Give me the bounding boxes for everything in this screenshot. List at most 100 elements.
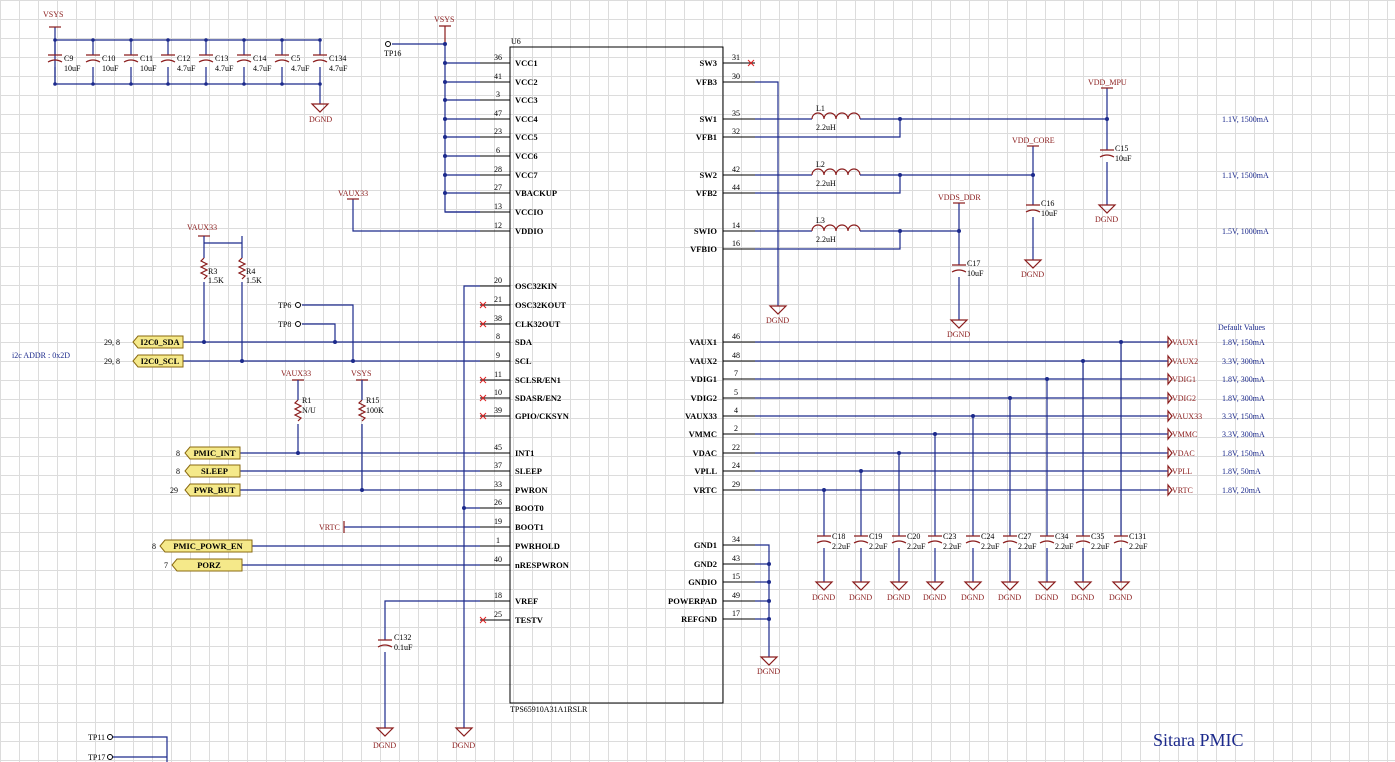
rail-spec-note: 1.1V, 1500mA — [1222, 115, 1269, 124]
ic-pin-name: BOOT0 — [515, 503, 544, 513]
vrtc-label-boot1: VRTC — [319, 523, 340, 532]
junction-dot — [53, 82, 57, 86]
i2c-pullups: VAUX33 R3 1.5K R4 1.5K — [187, 223, 262, 363]
ic-pin-number: 5 — [734, 388, 738, 397]
junction-dot — [91, 38, 95, 42]
junction-dot — [204, 82, 208, 86]
ldo-spec-note: 3.3V, 150mA — [1222, 412, 1265, 421]
dgnd-gnd-pins: DGND — [757, 667, 780, 676]
hier-port-sheets: 29, 8 — [104, 338, 120, 347]
capacitor-symbol — [1025, 204, 1041, 213]
ic-pin-number: 39 — [494, 406, 502, 415]
hier-port-sheets: 29, 8 — [104, 357, 120, 366]
no-connect-mark — [479, 616, 487, 624]
dgnd-label: DGND — [1035, 593, 1058, 602]
tp16-label: TP16 — [384, 49, 401, 58]
cap-ref: C18 — [832, 532, 845, 541]
ic-pin-number: 22 — [732, 443, 740, 452]
cap-value: 4.7uF — [329, 64, 348, 73]
ic-pin-name: VCC1 — [515, 58, 538, 68]
ground-symbol — [1097, 204, 1117, 214]
r3-value: 1.5K — [208, 276, 224, 285]
ic-pin-name: VAUX2 — [689, 356, 717, 366]
inductor-ref: L2 — [816, 160, 825, 169]
junction-dot — [443, 42, 447, 46]
cap-value: 10uF — [1115, 154, 1132, 163]
ic-pin-number: 11 — [494, 370, 502, 379]
ic-pin-number: 38 — [494, 314, 502, 323]
ic-pin-name: SW1 — [700, 114, 717, 124]
ic-pin-number: 49 — [732, 591, 740, 600]
cap-value: 10uF — [140, 64, 157, 73]
ic-pin-name: VFB1 — [696, 132, 717, 142]
cap-ref: C13 — [215, 54, 228, 63]
ic-pin-number: 21 — [494, 295, 502, 304]
junction-dot — [898, 173, 902, 177]
ic-pin-number: 4 — [734, 406, 738, 415]
ic-pin-number: 3 — [496, 90, 500, 99]
r4-ref: R4 — [246, 267, 255, 276]
r15-value: 100K — [366, 406, 384, 415]
net-port-symbol — [1167, 372, 1173, 386]
ldo-spec-note: 1.8V, 150mA — [1222, 449, 1265, 458]
junction-dot — [91, 82, 95, 86]
capacitor-symbol — [1099, 149, 1115, 158]
cap-value: 2.2uF — [907, 542, 926, 551]
capacitor-symbol — [312, 54, 328, 63]
cap-value: 2.2uF — [1018, 542, 1037, 551]
vcc-bus: TP16 VSYS — [384, 15, 480, 213]
ic-pin-name: VPLL — [694, 466, 717, 476]
ic-pin-number: 10 — [494, 388, 502, 397]
tp6-label: TP6 — [278, 301, 291, 310]
ground-symbol — [814, 581, 834, 591]
rail-spec-note: 1.5V, 1000mA — [1222, 227, 1269, 236]
ic-pin-name: PWRON — [515, 485, 548, 495]
ldo-spec-note: 1.8V, 300mA — [1222, 394, 1265, 403]
capacitor-symbol — [816, 535, 832, 544]
ic-pin-number: 44 — [732, 183, 740, 192]
hier-port-box — [132, 354, 184, 368]
ic-pin-number: 30 — [732, 72, 740, 81]
cap-ref: C12 — [177, 54, 190, 63]
ic-pin-name: VCC4 — [515, 114, 538, 124]
inductor-value: 2.2uH — [816, 179, 836, 188]
dgnd-label: DGND — [849, 593, 872, 602]
junction-dot — [242, 82, 246, 86]
capacitor-symbol — [47, 54, 63, 63]
vsys-label-top: VSYS — [434, 15, 454, 24]
junction-dot — [242, 38, 246, 42]
cap-value: 2.2uF — [832, 542, 851, 551]
ic-pin-name: SW3 — [700, 58, 717, 68]
ic-pin-number: 42 — [732, 165, 740, 174]
ic-pin-number: 28 — [494, 165, 502, 174]
rail-name: VDD_CORE — [1012, 136, 1055, 145]
ic-pin-name: REFGND — [681, 614, 717, 624]
capacitor-symbol — [1002, 535, 1018, 544]
ic-part: TPS65910A31A1RSLR — [510, 705, 588, 714]
cap-ref: C11 — [140, 54, 153, 63]
capacitor-symbol — [951, 264, 967, 273]
ic-pin-number: 24 — [732, 461, 740, 470]
ic-pin-name: VDDIO — [515, 226, 544, 236]
ldo-port-name: VDAC — [1172, 449, 1195, 458]
ic-pin-number: 7 — [734, 369, 738, 378]
capacitor-symbol — [274, 54, 290, 63]
ground-symbol — [949, 319, 969, 329]
ldo-spec-note: 1.8V, 300mA — [1222, 375, 1265, 384]
hier-port-box — [184, 446, 241, 460]
junction-dot — [280, 38, 284, 42]
ic-pin-name: OSC32KIN — [515, 281, 558, 291]
i2c-address-note: i2c ADDR : 0x2D — [12, 351, 70, 360]
ldo-port-name: VDIG1 — [1172, 375, 1196, 384]
dgnd-label: DGND — [812, 593, 835, 602]
hier-port-sheets: 8 — [152, 542, 156, 551]
ic-pin-number: 20 — [494, 276, 502, 285]
ground-symbol — [889, 581, 909, 591]
ic-pin-number: 47 — [494, 109, 502, 118]
cap-value: 2.2uF — [1055, 542, 1074, 551]
ldo-port-name: VMMC — [1172, 430, 1197, 439]
cap-ref: C16 — [1041, 199, 1054, 208]
ic-pin-name: VDAC — [692, 448, 717, 458]
cap-ref: C5 — [291, 54, 300, 63]
